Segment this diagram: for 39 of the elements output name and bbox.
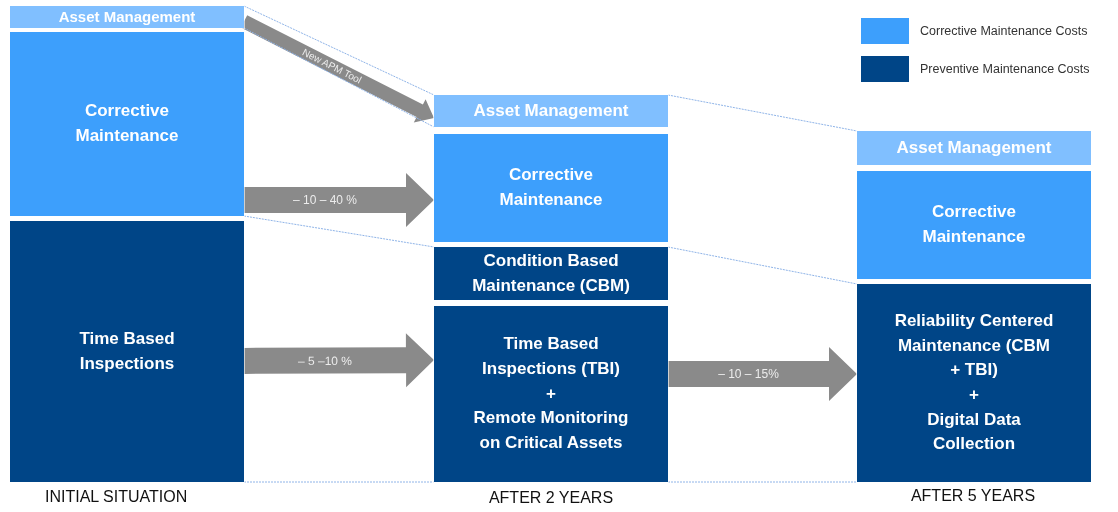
cost-block (434, 134, 668, 242)
legend-text: Corrective Maintenance Costs (920, 24, 1088, 38)
edge-label: – 10 – 15% (718, 367, 779, 381)
cost-block (10, 32, 244, 216)
cost-block (434, 247, 668, 300)
cost-block (857, 171, 1091, 279)
block-arrow (243, 333, 434, 388)
cost-block (10, 6, 244, 28)
block-text: Time Based Inspections (78, 327, 176, 375)
block-text: + (546, 382, 556, 405)
guide-line (243, 5, 435, 96)
block-text: Corrective Maintenance (74, 100, 180, 147)
guide-line (667, 94, 858, 132)
guide-line (667, 246, 858, 285)
block-arrow (668, 347, 857, 402)
legend-text: Preventive Maintenance Costs (920, 62, 1090, 76)
cost-block (10, 221, 244, 482)
edge-label: New APM Tool (300, 46, 364, 86)
block-text: Corrective Maintenance (921, 201, 1027, 248)
cost-block (434, 306, 668, 482)
stage-caption: INITIAL SITUATION (45, 488, 188, 506)
block-arrow (244, 173, 434, 227)
block-text: Condition Based Maintenance (CBM) (471, 249, 631, 297)
stage-caption: AFTER 2 YEARS (488, 489, 614, 507)
block-text: + (969, 384, 979, 406)
block-text: Digital Data Collection (926, 408, 1022, 456)
cost-block (857, 284, 1091, 482)
edge-label: – 5 –10 % (297, 353, 353, 368)
cost-block (434, 95, 668, 127)
block-text: Reliability Centered Maintenance (CBM + TBI) (893, 310, 1055, 382)
block-text: Corrective Maintenance (498, 164, 604, 211)
block-text: Asset Management (58, 7, 196, 28)
block-text: Remote Monitoring on Critical Assets (472, 407, 630, 454)
block-text: Asset Management (896, 136, 1052, 159)
edge-label: – 10 – 40 % (292, 193, 358, 207)
cost-block (857, 131, 1091, 165)
block-text: Time Based Inspections (TBI) (481, 333, 621, 381)
block-text: Asset Management (473, 99, 629, 122)
stage-caption: AFTER 5 YEARS (910, 487, 1036, 505)
